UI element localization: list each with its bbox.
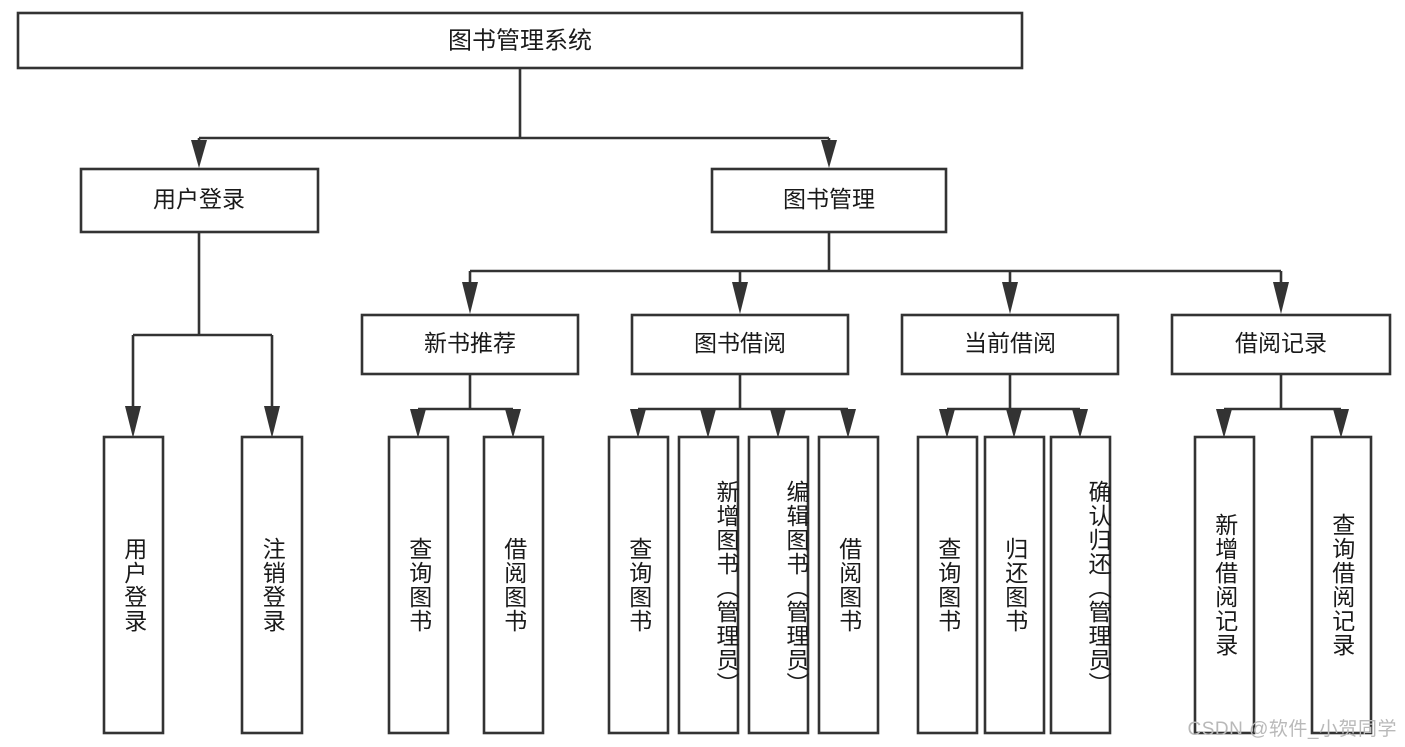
leaf-add-book-box[interactable] <box>677 435 740 735</box>
connector-group-book-borrow <box>630 374 856 438</box>
node-book-manage[interactable]: 图书管理 <box>710 167 948 234</box>
arrow-to-borrow-record <box>1273 282 1289 314</box>
connector-group-user-login <box>125 232 280 438</box>
connector-group-root <box>191 68 837 168</box>
arrow-to-leaf-logout <box>264 406 280 438</box>
node-current-borrow[interactable]: 当前借阅 <box>900 313 1120 376</box>
node-book-manage-box[interactable] <box>710 167 948 234</box>
leaf-return-book-box[interactable] <box>983 435 1046 735</box>
connector-group-new-book-rec <box>410 374 521 438</box>
node-root-label: 图书管理系统 <box>448 27 592 54</box>
node-root-box[interactable] <box>16 11 1024 70</box>
arrow-to-leaf-add-record <box>1216 409 1232 438</box>
arrow-to-leaf-confirm-return <box>1072 409 1088 438</box>
arrow-to-leaf-query-book-borrow <box>630 409 646 438</box>
arrow-to-leaf-borrow-book-rec <box>505 409 521 438</box>
leaf-user-login-box[interactable] <box>102 435 165 735</box>
connector-group-book-manage <box>462 232 1289 314</box>
arrow-to-leaf-edit-book <box>770 409 786 438</box>
node-borrow-record-box[interactable] <box>1170 313 1392 376</box>
node-borrow-record-label: 借阅记录 <box>1235 330 1327 356</box>
node-new-book-rec-box[interactable] <box>360 313 580 376</box>
leaf-logout-box[interactable] <box>240 435 304 735</box>
node-book-borrow[interactable]: 图书借阅 <box>630 313 850 376</box>
node-user-login[interactable]: 用户登录 <box>79 167 320 234</box>
arrow-to-leaf-query-record <box>1333 409 1349 438</box>
node-borrow-record[interactable]: 借阅记录 <box>1170 313 1392 376</box>
leaf-boxes <box>102 435 1373 735</box>
leaf-borrow-book-box[interactable] <box>817 435 880 735</box>
csdn-watermark: CSDN @软件_小贺同学 <box>1187 719 1397 740</box>
arrow-to-leaf-add-book <box>700 409 716 438</box>
arrow-to-leaf-borrow-book <box>840 409 856 438</box>
node-new-book-rec[interactable]: 新书推荐 <box>360 313 580 376</box>
arrow-to-leaf-query-book-rec <box>410 409 426 438</box>
node-book-borrow-label: 图书借阅 <box>694 330 786 356</box>
arrow-to-book-manage <box>821 140 837 168</box>
arrow-to-book-borrow <box>732 282 748 314</box>
arrow-to-leaf-user-login <box>125 406 141 438</box>
arrow-to-leaf-return-book <box>1006 409 1022 438</box>
leaf-query-record-box[interactable] <box>1310 435 1373 735</box>
node-current-borrow-box[interactable] <box>900 313 1120 376</box>
arrow-to-leaf-query-book-current <box>939 409 955 438</box>
arrow-to-new-book-rec <box>462 282 478 314</box>
connector-group-borrow-record <box>1216 374 1349 438</box>
leaf-edit-book-box[interactable] <box>747 435 810 735</box>
leaf-borrow-book-rec-box[interactable] <box>482 435 545 735</box>
leaf-query-book-borrow-box[interactable] <box>607 435 670 735</box>
leaf-add-record-box[interactable] <box>1193 435 1256 735</box>
node-book-borrow-box[interactable] <box>630 313 850 376</box>
node-user-login-label: 用户登录 <box>153 186 245 212</box>
node-user-login-box[interactable] <box>79 167 320 234</box>
arrow-to-user-login <box>191 140 207 168</box>
node-new-book-rec-label: 新书推荐 <box>424 330 516 356</box>
arrow-to-current-borrow <box>1002 282 1018 314</box>
node-root[interactable]: 图书管理系统 <box>16 11 1024 70</box>
connector-group-current-borrow <box>939 374 1088 438</box>
node-current-borrow-label: 当前借阅 <box>964 330 1056 356</box>
leaf-query-book-rec-box[interactable] <box>387 435 450 735</box>
leaf-query-book-current-box[interactable] <box>916 435 979 735</box>
leaf-confirm-return-box[interactable] <box>1049 435 1112 735</box>
node-book-manage-label: 图书管理 <box>783 186 875 212</box>
